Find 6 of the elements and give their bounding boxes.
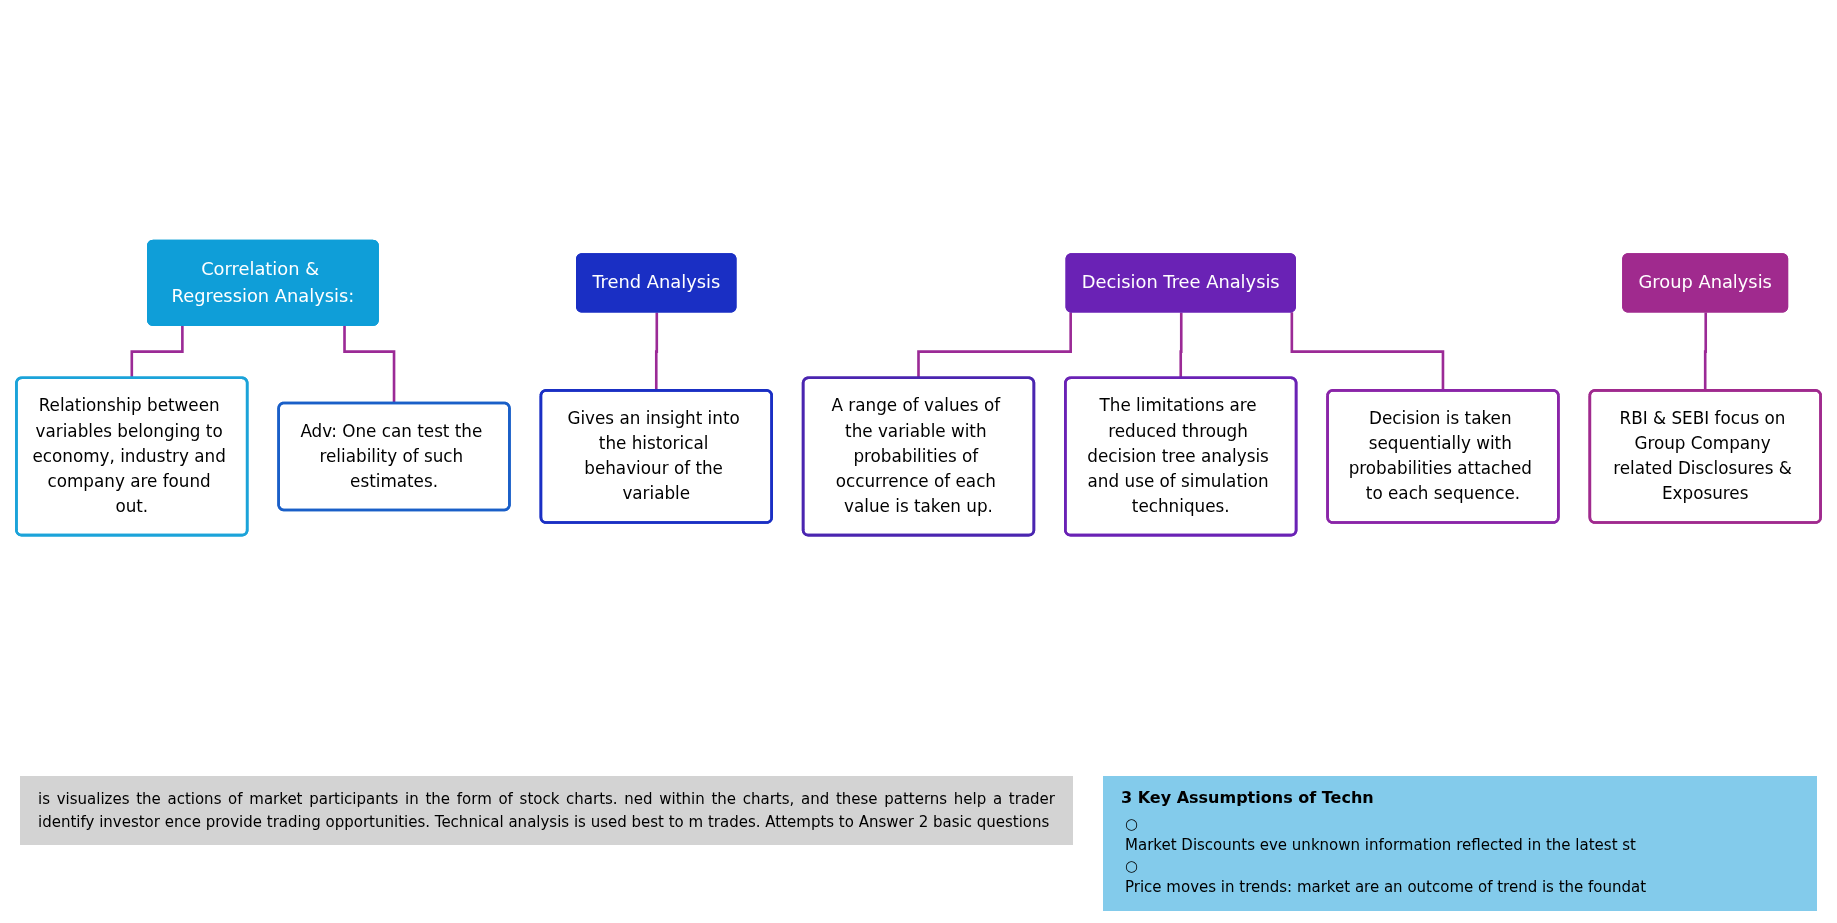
bullet-text: ○ [1125,857,1140,875]
note-paragraph: is visualizes the actions of market participants in the form of stock charts. ned within the charts, and these patterns help a trader identify investor ence provide trading opportunities. Technical analysis is used best to m trades. Attempts to Answer 2 basic questions [20,776,1073,845]
bullet-text: ○ [1125,815,1140,833]
bullet-text: Price moves in trends: market are an outcome of trend is the foundat [1125,878,1648,896]
panel-heading: 3 Key Assumptions of Techn [1121,788,1375,807]
bullet-text: Market Discounts eve unknown information reflected in the latest st [1125,836,1637,854]
